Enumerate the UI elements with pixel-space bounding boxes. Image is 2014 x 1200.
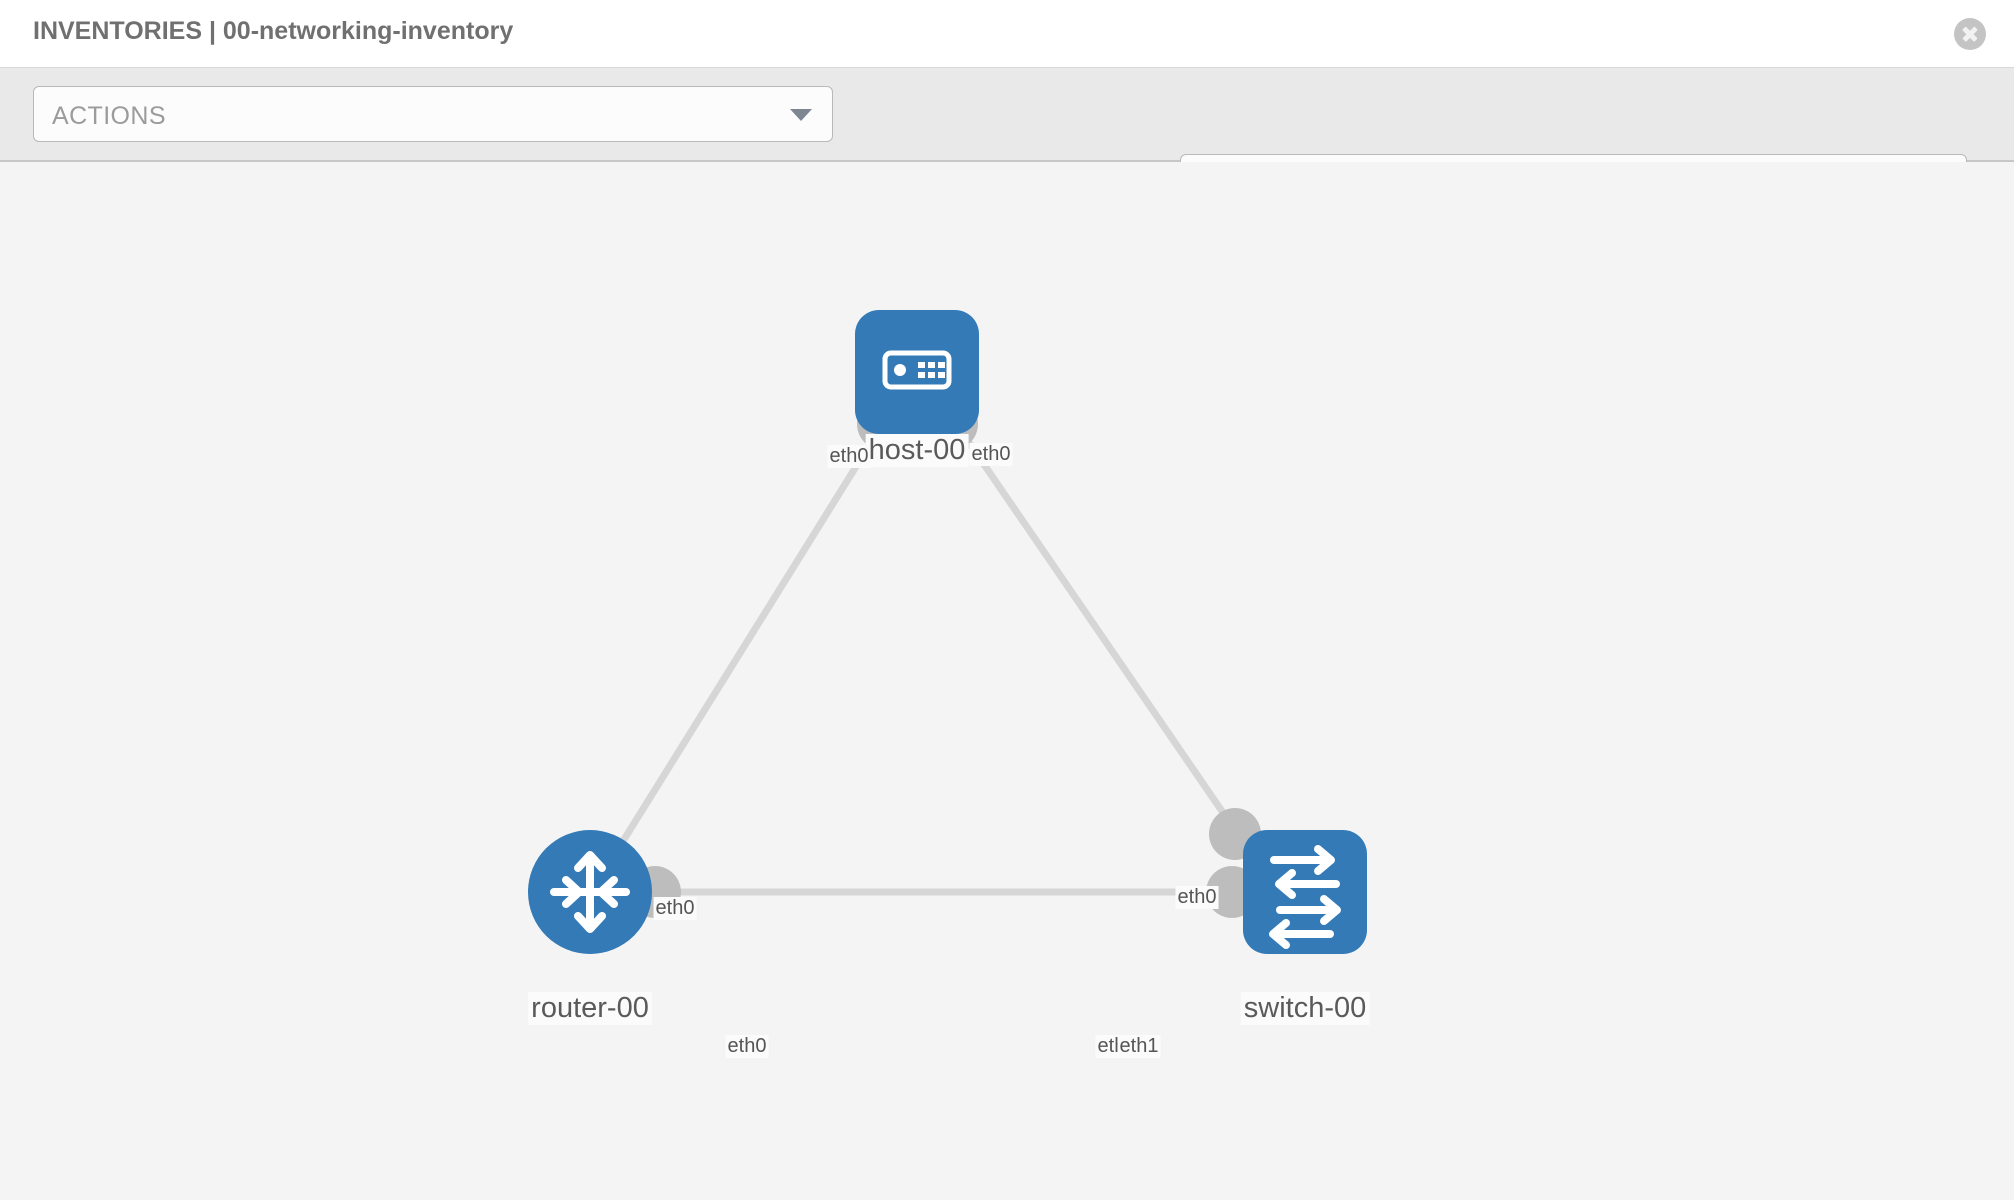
- iface-label-switch-host-eth0: eth0: [1175, 886, 1219, 909]
- router-icon: [550, 851, 630, 933]
- iface-label-host-eth0-right: eth0: [969, 443, 1013, 466]
- topology-links: [607, 410, 1253, 896]
- node-router-00[interactable]: [528, 830, 652, 954]
- close-icon[interactable]: [1954, 18, 1986, 50]
- node-host-00[interactable]: [855, 310, 979, 434]
- page-title: INVENTORIES | 00-networking-inventory: [33, 17, 514, 45]
- node-label-switch: switch-00: [1240, 992, 1370, 1025]
- switch-icon: [1269, 845, 1341, 949]
- iface-label-switch-eth1: eth1: [1117, 1035, 1161, 1058]
- topology-canvas[interactable]: host-00 router-00 switch-00 eth0 eth0 et…: [0, 162, 2014, 1200]
- node-label-router: router-00: [528, 992, 652, 1025]
- iface-label-router-host-eth0: eth0: [653, 897, 697, 920]
- toolbar: ACTIONS SEARCH: [0, 68, 2014, 210]
- topology-connectors: [629, 398, 1261, 918]
- server-icon: [882, 350, 952, 390]
- actions-dropdown-label: ACTIONS: [52, 102, 166, 130]
- chevron-down-icon: [790, 109, 812, 121]
- node-label-host: host-00: [865, 434, 969, 467]
- link-host-switch[interactable]: [945, 410, 1253, 854]
- topology-graph: [528, 310, 1367, 954]
- actions-dropdown[interactable]: ACTIONS: [33, 86, 833, 142]
- iface-label-host-eth0-left: eth0: [827, 445, 871, 468]
- link-host-router[interactable]: [607, 410, 893, 864]
- page-header: INVENTORIES | 00-networking-inventory: [0, 0, 2014, 68]
- node-switch-00[interactable]: [1243, 830, 1367, 954]
- iface-label-router-eth0: eth0: [725, 1035, 769, 1058]
